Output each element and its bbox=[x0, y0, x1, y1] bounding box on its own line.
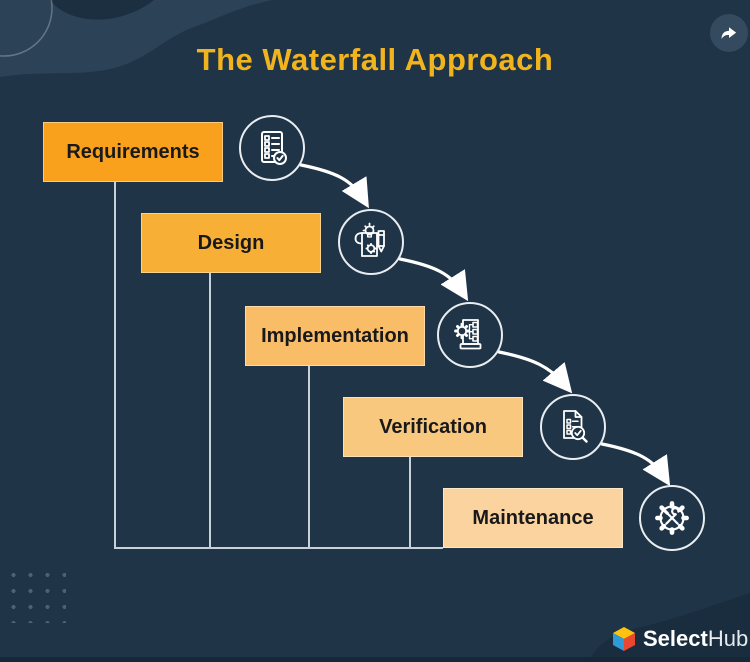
page-title: The Waterfall Approach bbox=[196, 42, 554, 77]
step-icon-circle-verification bbox=[540, 394, 606, 460]
flow-arrow-4 bbox=[600, 442, 671, 487]
step-icon-circle-maintenance bbox=[639, 485, 705, 551]
flow-connector-lines bbox=[114, 179, 443, 549]
share-arrow-icon bbox=[721, 27, 737, 40]
step-label: Implementation bbox=[261, 324, 409, 347]
step-icon-circle-implementation bbox=[437, 302, 503, 368]
corner-wave-shape bbox=[0, 0, 272, 77]
step-label: Design bbox=[197, 231, 265, 254]
checklist-check-icon bbox=[261, 131, 287, 165]
step-box-maintenance: Maintenance bbox=[443, 488, 623, 548]
step-box-requirements: Requirements bbox=[43, 122, 223, 182]
gear-document-flow-icon bbox=[454, 319, 482, 350]
share-button[interactable] bbox=[710, 14, 748, 52]
bottom-edge-strip bbox=[0, 657, 750, 662]
step-label: Verification bbox=[379, 415, 487, 438]
selecthub-cube-icon bbox=[613, 627, 635, 651]
flow-arrow-3 bbox=[497, 350, 573, 394]
flow-arrow-2 bbox=[398, 257, 469, 302]
step-box-verification: Verification bbox=[343, 397, 523, 457]
step-icon-circle-requirements bbox=[239, 115, 305, 181]
blueprint-pencil-bulb-icon bbox=[354, 222, 385, 257]
dot-grid-decor bbox=[2, 563, 66, 623]
brand-hub-text: Hub bbox=[707, 626, 749, 651]
brand-wordmark: SelectHub bbox=[643, 626, 748, 652]
corner-circle-outline bbox=[0, 0, 53, 57]
document-magnifier-check-icon bbox=[563, 410, 588, 443]
step-label: Maintenance bbox=[472, 506, 594, 529]
gear-wrench-screwdriver-icon bbox=[655, 501, 689, 535]
step-label: Requirements bbox=[66, 140, 200, 163]
brand-logo[interactable]: SelectHub bbox=[612, 624, 748, 654]
step-box-design: Design bbox=[141, 213, 321, 273]
brand-select-text: Select bbox=[643, 626, 708, 651]
step-icon-circle-design bbox=[338, 209, 404, 275]
step-box-implementation: Implementation bbox=[245, 306, 425, 366]
corner-wave-notch bbox=[50, 0, 154, 20]
flow-arrow-1 bbox=[299, 163, 369, 209]
